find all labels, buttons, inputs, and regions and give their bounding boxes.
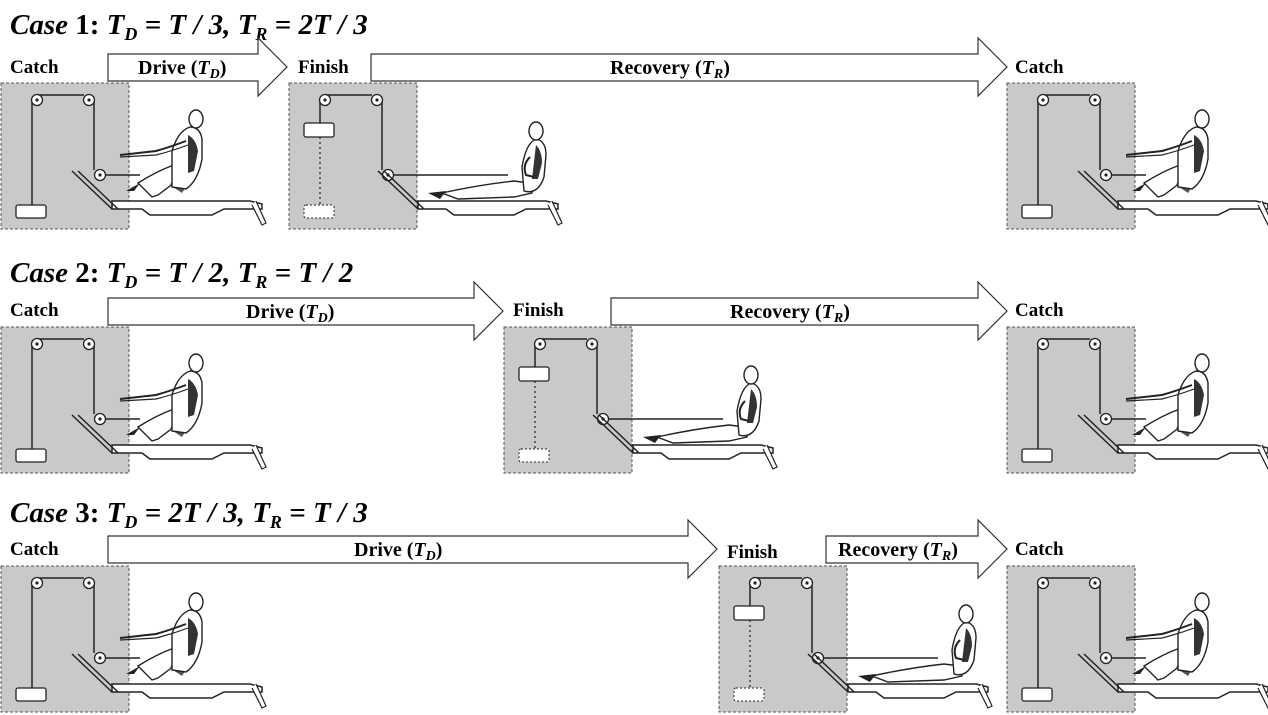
weight-block-icon: [15, 687, 47, 702]
case-2-finish-panel: [503, 326, 778, 474]
case-2-catch-panel-start: [0, 326, 267, 474]
case-3-drive-label: Drive (TD): [354, 539, 442, 564]
pulley-icon: [1088, 576, 1102, 590]
pulley-icon: [93, 651, 107, 665]
case-3-stage-middle: Finish: [727, 542, 778, 563]
case-3-catch-panel-start: [0, 565, 267, 713]
pulley-icon: [1036, 93, 1050, 107]
pulley-icon: [585, 337, 599, 351]
weight-block-icon: [1021, 448, 1053, 463]
pulley-icon: [82, 337, 96, 351]
case-1-stage-start: Catch: [10, 57, 59, 78]
case-2-catch-panel-end: [1006, 326, 1268, 474]
pulley-icon: [30, 576, 44, 590]
pulley-icon: [318, 93, 332, 107]
case-3-stage-end: Catch: [1015, 539, 1064, 560]
case-1-catch-panel-start: [0, 82, 267, 230]
case-2-drive-arrow: [107, 280, 504, 342]
case-1-title: Case 1: TD = T / 3, TR = 2T / 3: [10, 9, 368, 44]
pulley-icon: [1088, 337, 1102, 351]
pulley-icon: [1099, 651, 1113, 665]
case-3-title: Case 3: TD = 2T / 3, TR = T / 3: [10, 497, 368, 532]
case-1-recovery-label: Recovery (TR): [610, 57, 730, 82]
case-2-title: Case 2: TD = T / 2, TR = T / 2: [10, 257, 353, 292]
case-3-recovery-label: Recovery (TR): [838, 539, 958, 564]
case-2: Case 2: TD = T / 2, TR = T / 2 Catch Fin…: [0, 257, 1268, 474]
pulley-icon: [800, 576, 814, 590]
pulley-icon: [93, 168, 107, 182]
case-1-drive-label: Drive (TD): [138, 57, 226, 82]
pulley-icon: [82, 93, 96, 107]
weight-block-icon: [1021, 204, 1053, 219]
pulley-icon: [1088, 93, 1102, 107]
case-1-stage-middle: Finish: [298, 57, 349, 78]
case-3-stage-start: Catch: [10, 539, 59, 560]
case-1-drive-arrow: [107, 36, 288, 98]
pulley-icon: [1036, 337, 1050, 351]
pulley-icon: [93, 412, 107, 426]
case-2-stage-start: Catch: [10, 300, 59, 321]
case-2-recovery-label: Recovery (TR): [730, 301, 850, 326]
weight-block-icon: [15, 448, 47, 463]
weight-block-icon: [733, 605, 765, 621]
weight-block-icon: [303, 122, 335, 138]
case-2-drive-label: Drive (TD): [246, 301, 334, 326]
weight-block-ghost-icon: [733, 687, 765, 702]
case-1-finish-panel: [288, 82, 563, 230]
case-2-stage-middle: Finish: [513, 300, 564, 321]
weight-block-icon: [1021, 687, 1053, 702]
pulley-icon: [1099, 168, 1113, 182]
pulley-icon: [1036, 576, 1050, 590]
case-1-recovery-arrow: [370, 36, 1008, 98]
pulley-icon: [1099, 412, 1113, 426]
case-2-recovery-arrow: [610, 280, 1008, 342]
pulley-icon: [748, 576, 762, 590]
weight-block-icon: [15, 204, 47, 219]
pulley-icon: [533, 337, 547, 351]
case-3-drive-arrow: [107, 518, 718, 580]
weight-block-icon: [518, 366, 550, 382]
weight-block-ghost-icon: [518, 448, 550, 463]
pulley-icon: [30, 93, 44, 107]
case-1: Case 1: TD = T / 3, TR = 2T / 3 Catch Fi…: [0, 9, 1268, 230]
case-3-recovery-arrow: [825, 518, 1008, 580]
pulley-icon: [370, 93, 384, 107]
pulley-icon: [82, 576, 96, 590]
case-3-finish-panel: [718, 565, 993, 713]
pulley-icon: [30, 337, 44, 351]
case-1-stage-end: Catch: [1015, 57, 1064, 78]
case-3: Case 3: TD = 2T / 3, TR = T / 3 Catch Fi…: [0, 497, 1268, 713]
case-2-stage-end: Catch: [1015, 300, 1064, 321]
weight-block-ghost-icon: [303, 204, 335, 219]
case-3-catch-panel-end: [1006, 565, 1268, 713]
case-1-catch-panel-end: [1006, 82, 1268, 230]
